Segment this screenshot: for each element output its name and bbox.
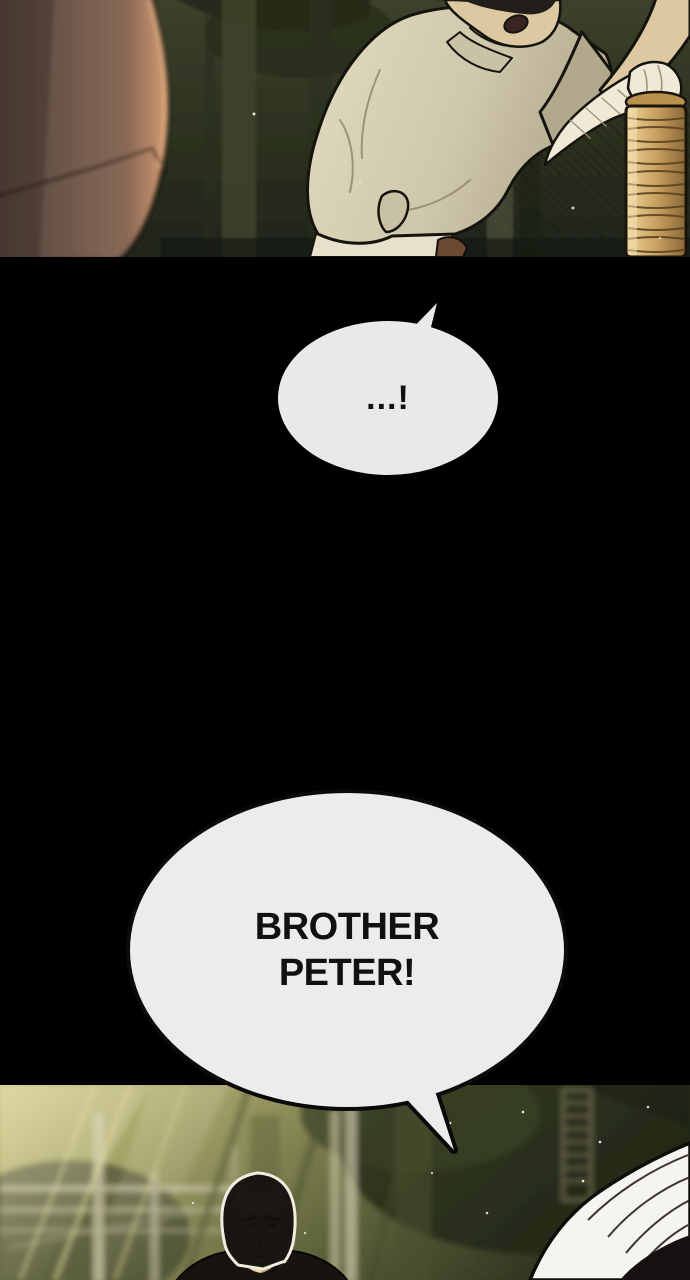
speech-line-1: BROTHER [254, 906, 440, 948]
bubble-body [278, 321, 498, 475]
speech-bubble-large: BROTHER PETER! [116, 781, 578, 1177]
speech-text-large: BROTHER PETER! [130, 793, 564, 1107]
open-mouth [503, 14, 529, 34]
dark-haired-man [175, 1171, 349, 1280]
dust-specks [191, 1105, 664, 1235]
white-hair-mass [528, 1141, 690, 1280]
collar [446, 31, 513, 73]
speech-bubble-small-shape [278, 303, 498, 475]
bubble-tail [398, 1088, 454, 1150]
eyebrows [241, 1215, 281, 1222]
white-haired-figure [528, 1141, 690, 1280]
training-yard-night-scene [0, 0, 690, 257]
speech-bubble-small: ...! [268, 293, 518, 483]
bubble-body [130, 793, 564, 1107]
shirt [306, 4, 614, 245]
panel-top-illustration [0, 0, 690, 257]
hair-strands [587, 1154, 690, 1268]
bangs [235, 1185, 284, 1213]
eyes [246, 1224, 276, 1227]
bandage-wrap-lines [569, 89, 635, 139]
brown-glove [435, 236, 468, 257]
hair [436, 0, 556, 15]
speech-bubble-large-shape [126, 789, 568, 1154]
punching-bag [0, 0, 170, 257]
boxer-figure [306, 0, 690, 257]
speech-line-2: PETER! [278, 952, 416, 994]
sunlight-rays [0, 1085, 424, 1280]
nose-mouth [255, 1236, 267, 1258]
shirt-folds [339, 69, 471, 211]
hem-knot [377, 189, 410, 234]
ladder-structure [561, 1088, 593, 1202]
speech-text-small: ...! [366, 378, 410, 417]
hair-under-shadow [620, 1235, 690, 1280]
rope-post [624, 90, 688, 257]
dust-specks [252, 112, 662, 240]
